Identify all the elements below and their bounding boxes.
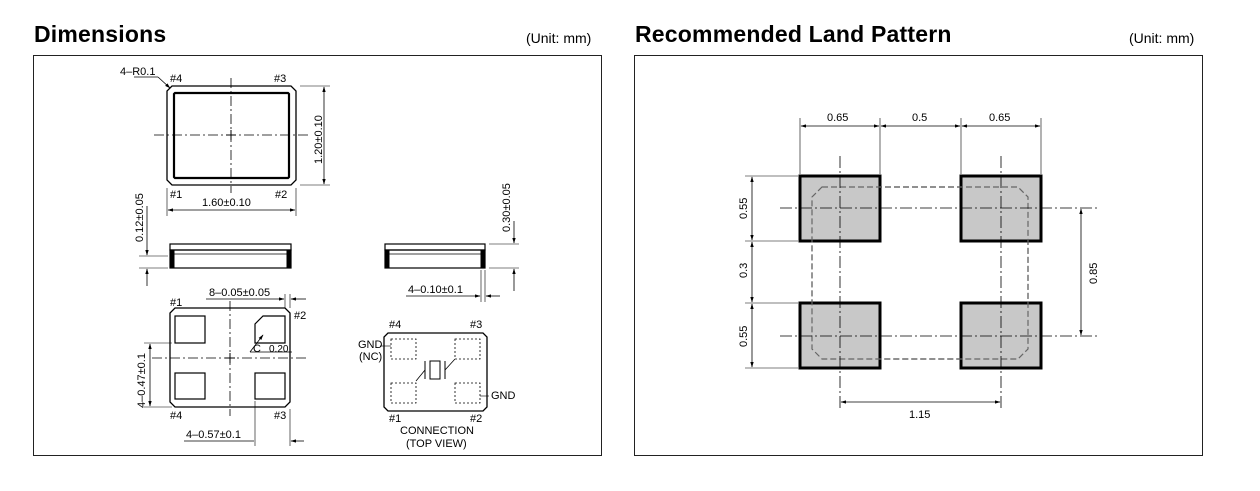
pin4-label: #4 (170, 73, 182, 85)
gnd-nc-label-line1: GND (358, 339, 383, 351)
pin1-label: #1 (170, 189, 182, 201)
pad-width-dimension-label: 4–0.57±0.1 (186, 429, 241, 441)
bottom-pin1-label: #1 (170, 297, 182, 309)
height-dimension-label: 1.20±0.10 (313, 115, 325, 164)
bottom-pin3-label: #3 (274, 410, 286, 422)
conn-pin2-label: #2 (470, 413, 482, 425)
pin3-label: #3 (274, 73, 286, 85)
land-width-right-label: 0.65 (989, 112, 1010, 124)
package-side-view (169, 243, 292, 269)
chamfer-c-label: C (253, 343, 261, 355)
land-gap-label: 0.5 (912, 112, 927, 124)
land-vertical-pitch-label: 0.85 (1088, 263, 1100, 284)
connection-label-line1: CONNECTION (400, 425, 474, 437)
land-pattern-title: Recommended Land Pattern (635, 21, 952, 47)
dimensions-panel: 4–R0.1 #4 #3 #1 #2 1.20±0.10 1.60±0.10 0… (33, 55, 602, 456)
land-height-bottom-label: 0.55 (738, 326, 750, 347)
thickness-dimension-label: 0.30±0.05 (501, 183, 513, 232)
bottom-pin4-label: #4 (170, 410, 182, 422)
conn-pin1-label: #1 (389, 413, 401, 425)
connection-label-line2: (TOP VIEW) (406, 438, 467, 450)
land-vertical-gap-label: 0.3 (738, 263, 750, 278)
chamfer-length-dimension-label: 8–0.05±0.05 (209, 287, 270, 299)
pad-height-dimension-label: 4–0.47±0.1 (136, 353, 148, 408)
corner-radius-label: 4–R0.1 (120, 66, 155, 78)
width-dimension-label: 1.60±0.10 (202, 197, 251, 209)
dimensions-unit: (Unit: mm) (526, 30, 592, 46)
pad-gap-dimension-label: 0.12±0.05 (134, 193, 146, 242)
package-bottom-view (152, 301, 306, 416)
land-horizontal-pitch-label: 1.15 (909, 409, 930, 421)
dimensions-title: Dimensions (34, 21, 167, 47)
gnd-label: GND (491, 390, 516, 402)
side-pad-dimension-label: 4–0.10±0.1 (408, 284, 463, 296)
land-pattern-drawing: 0.65 0.5 0.65 0.55 0.3 0.55 0.85 1.15 (738, 112, 1100, 421)
dimensions-drawing: 4–R0.1 #4 #3 #1 #2 1.20±0.10 1.60±0.10 0… (120, 66, 519, 450)
conn-pin3-label: #3 (470, 319, 482, 331)
chamfer-value-label: 0.20 (269, 344, 289, 355)
land-width-left-label: 0.65 (827, 112, 848, 124)
package-top-view (154, 78, 308, 193)
gnd-nc-label-line2: (NC) (359, 351, 382, 363)
land-pattern-unit: (Unit: mm) (1129, 30, 1195, 46)
package-end-view (384, 243, 486, 269)
land-pattern-panel: 0.65 0.5 0.65 0.55 0.3 0.55 0.85 1.15 (634, 55, 1203, 456)
conn-pin4-label: #4 (389, 319, 401, 331)
pin2-label: #2 (275, 189, 287, 201)
bottom-pin2-label: #2 (294, 310, 306, 322)
connection-top-view (383, 332, 488, 412)
land-height-top-label: 0.55 (738, 198, 750, 219)
